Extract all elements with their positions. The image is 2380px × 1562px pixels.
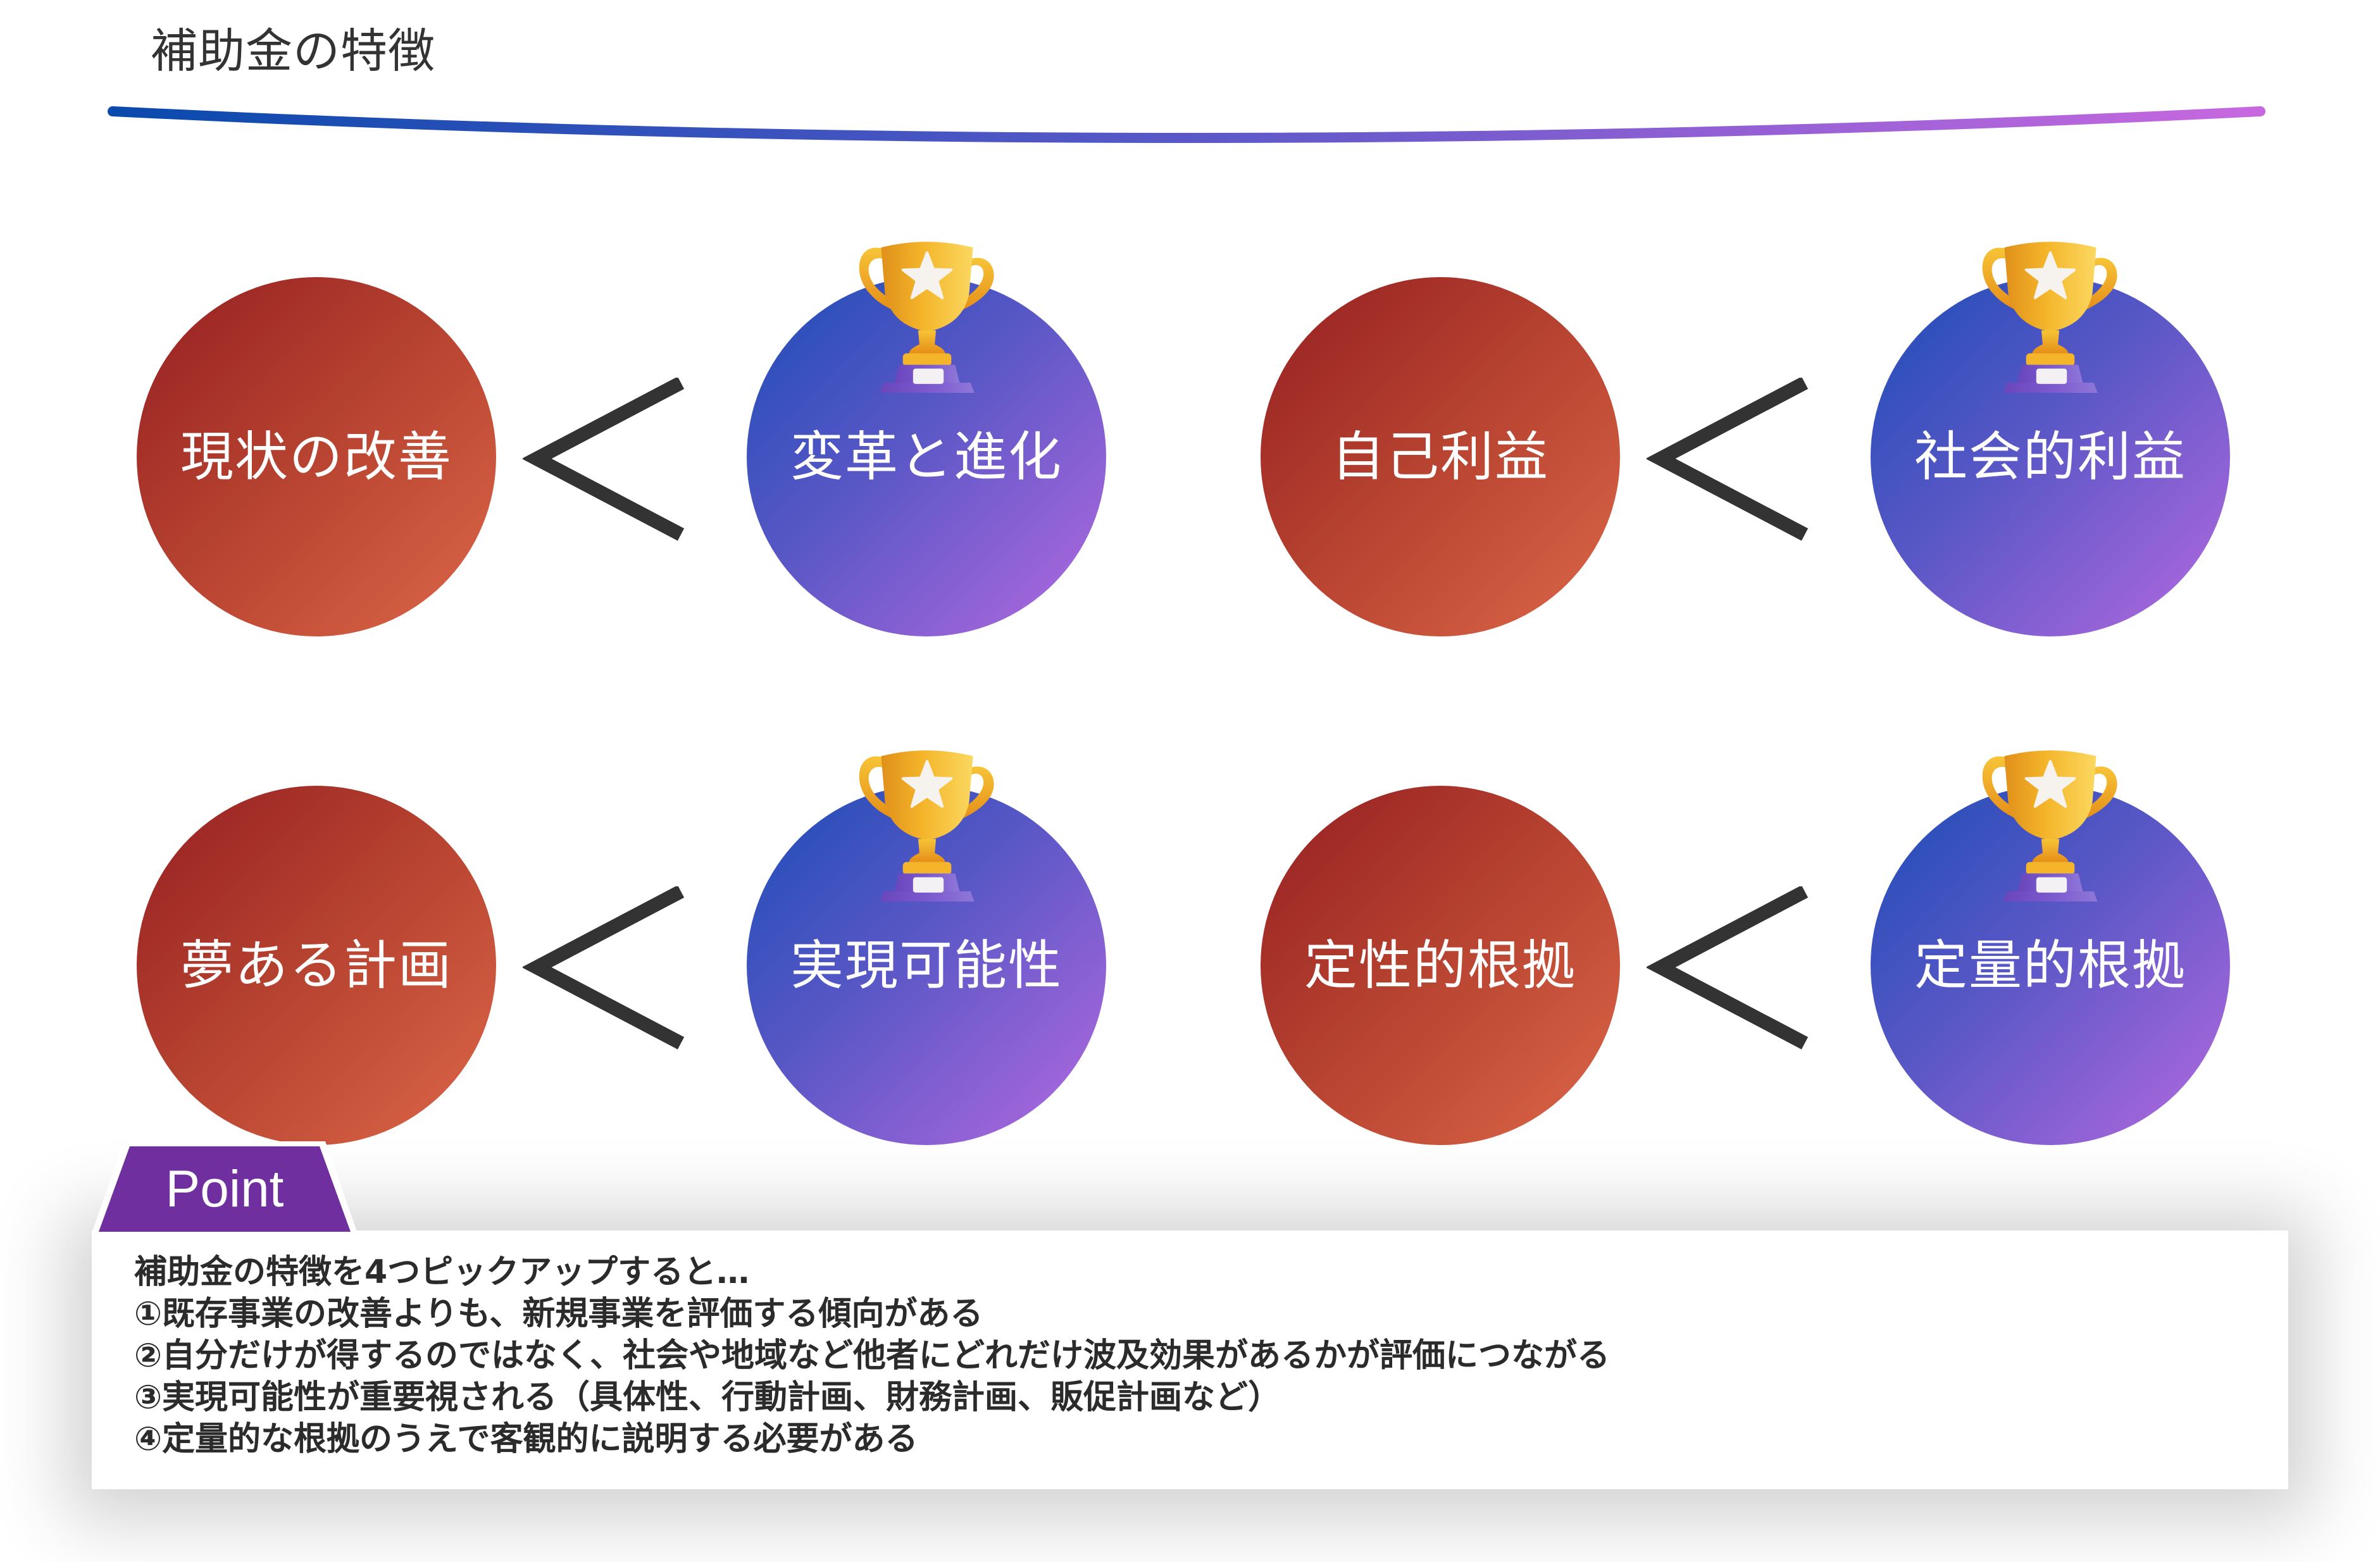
- greater-label-3: 実現可能性: [790, 934, 1062, 996]
- point-tab-label: Point: [165, 1160, 284, 1218]
- greater-circle-4: 定量的根拠: [1871, 786, 2230, 1145]
- point-text: 補助金の特徴を4つピックアップすると… ①既存事業の改善よりも、新規事業を評価す…: [134, 1251, 1610, 1460]
- lesser-label-1: 現状の改善: [180, 426, 452, 488]
- trophy-icon: [844, 230, 1010, 395]
- lesser-circle-2: 自己利益: [1261, 277, 1620, 636]
- point-item-1: ①既存事業の改善よりも、新規事業を評価する傾向がある: [134, 1295, 983, 1333]
- less-than-chevron-icon: [523, 378, 685, 541]
- page-title: 補助金の特徴: [151, 24, 435, 78]
- point-tab: [91, 1141, 358, 1235]
- lesser-circle-3: 夢ある計画: [137, 786, 496, 1145]
- trophy-icon: [844, 738, 1010, 904]
- trophy-icon: [1967, 230, 2133, 395]
- point-item-3: ③実現可能性が重要視される（具体性、行動計画、財務計画、販促計画など）: [134, 1379, 1281, 1416]
- less-than-chevron-icon: [523, 886, 685, 1050]
- header-underline: [108, 106, 2265, 143]
- lesser-circle-4: 定性的根拠: [1261, 786, 1620, 1145]
- point-item-4: ④定量的な根拠のうえで客観的に説明する必要がある: [134, 1420, 918, 1458]
- point-intro: 補助金の特徴を4つピックアップすると…: [134, 1253, 750, 1291]
- lesser-circle-1: 現状の改善: [137, 277, 496, 636]
- point-box: [92, 1230, 2288, 1489]
- point-item-2: ②自分だけが得するのではなく、社会や地域など他者にどれだけ波及効果があるかが評価…: [134, 1337, 1611, 1375]
- trophy-icon: [1967, 738, 2133, 904]
- lesser-label-3: 夢ある計画: [180, 934, 452, 996]
- greater-label-4: 定量的根拠: [1914, 934, 2186, 996]
- lesser-label-4: 定性的根拠: [1304, 934, 1576, 996]
- lesser-label-2: 自己利益: [1331, 426, 1549, 488]
- less-than-chevron-icon: [1647, 886, 1809, 1050]
- greater-label-2: 社会的利益: [1914, 426, 2186, 488]
- greater-circle-2: 社会的利益: [1871, 277, 2230, 636]
- less-than-chevron-icon: [1647, 378, 1809, 541]
- greater-label-1: 変革と進化: [790, 426, 1062, 488]
